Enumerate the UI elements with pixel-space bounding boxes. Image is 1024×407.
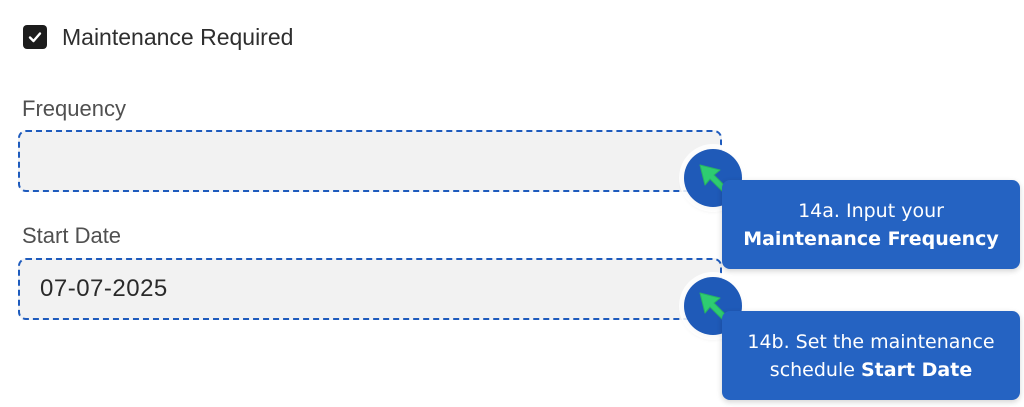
callout-14a-bold: Maintenance Frequency [743, 227, 999, 250]
start-date-field[interactable] [18, 258, 722, 320]
pointer-marker-frequency [684, 149, 742, 207]
start-date-label: Start Date [22, 223, 122, 248]
callout-14b-bold: Start Date [860, 358, 973, 381]
maintenance-required-label: Maintenance Required [62, 23, 294, 50]
callout-14b: 14b. Set the maintenance schedule Start … [722, 311, 1020, 400]
callout-14b-prefix: schedule [769, 358, 861, 381]
callout-14a-line1: 14a. Input your [798, 199, 944, 222]
frequency-input[interactable] [38, 146, 720, 176]
start-date-input[interactable] [38, 274, 720, 304]
frequency-field[interactable] [18, 130, 722, 192]
frequency-label: Frequency [22, 96, 126, 121]
checkmark-icon [28, 32, 42, 43]
callout-14b-line1: 14b. Set the maintenance [747, 330, 995, 353]
maintenance-required-checkbox[interactable] [23, 25, 47, 49]
maintenance-required-row: Maintenance Required [23, 25, 293, 49]
callout-14a: 14a. Input your Maintenance Frequency [722, 180, 1020, 269]
